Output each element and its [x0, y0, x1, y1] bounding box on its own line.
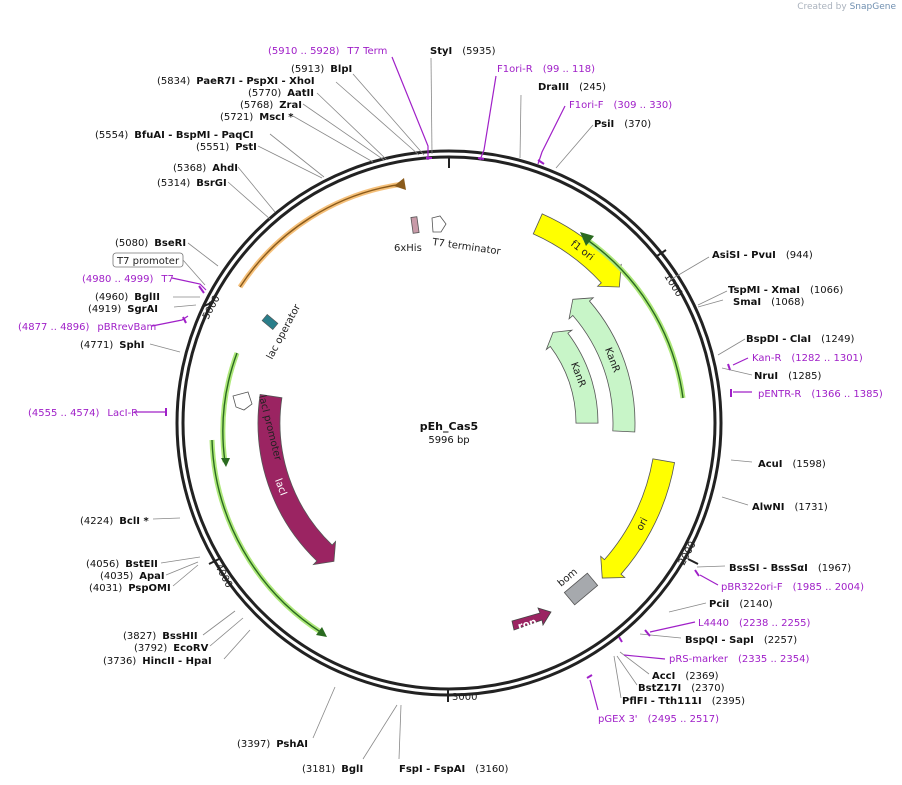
primer-laci-r: (4555 .. 4574)LacI-R: [28, 408, 138, 419]
highlight-laci-outer-line: [211, 439, 323, 634]
feature-label-lac-operator: lac operator: [265, 302, 304, 361]
site-ahdi: (5368)AhdI: [173, 163, 238, 174]
primer-kan-r: Kan-R(1282 .. 1301): [752, 353, 863, 364]
site-bstz17i: BstZ17I(2370): [638, 683, 725, 694]
feature-arrow-kanr-3: [545, 329, 599, 424]
site-bsteii: (4056)BstEII: [86, 559, 158, 570]
plasmid-name: pEh_Cas5: [420, 420, 478, 433]
site-psti: (5551)PstI: [196, 142, 257, 153]
site-clai: BspDI - ClaI(1249): [746, 334, 854, 345]
site-psii: PsiI(370): [594, 119, 651, 130]
bom-feature: [563, 572, 599, 606]
highlight-kanr-outer-line: [582, 236, 684, 399]
primer-pgex-3: pGEX 3'(2495 .. 2517): [598, 714, 719, 725]
site-sphi: (4771)SphI: [80, 340, 144, 351]
primer-t7-term: (5910 .. 5928)T7 Term: [268, 46, 387, 57]
snapgene-logo: SnapGene: [849, 2, 896, 12]
plasmid-size: 5996 bp: [428, 435, 469, 446]
site-acci: AccI(2369): [652, 671, 719, 682]
t7-promoter-leader: [182, 259, 206, 286]
tick-5000: [201, 301, 214, 308]
site-pspomi: (4031)PspOMI: [89, 583, 171, 594]
site-bgli: (3181)BglI: [302, 764, 363, 775]
site-alwni: AlwNI(1731): [752, 502, 828, 513]
site-hpai: (3736)HincII - HpaI: [103, 656, 212, 667]
tick-2000: [687, 558, 699, 565]
feature-label-t7-terminator: T7 terminator: [431, 237, 503, 258]
site-draiii: DraIII(245): [538, 82, 606, 93]
highlight-laci-inner-head: [221, 458, 230, 467]
site-pshai: (3397)PshAI: [237, 739, 308, 750]
site-xmai: TspMI - XmaI(1066): [728, 285, 843, 296]
site-msci: (5721)MscI *: [220, 112, 294, 123]
site-aatii: (5770)AatII: [248, 88, 314, 99]
tick-4000: [208, 558, 220, 565]
t7-promoter-label: T7 promoter: [116, 256, 180, 267]
site-labels: StyI(5935) (5913)BlpI (5834)PaeR7I - Psp…: [80, 46, 854, 775]
primer-pentr-r: pENTR-R(1366 .. 1385): [758, 389, 883, 400]
feature-arrow-kanr-2: [568, 297, 636, 433]
primer-pbrrevbam: (4877 .. 4896)pBRrevBam: [18, 322, 156, 333]
site-pvui: AsiSI - PvuI(944): [712, 250, 813, 261]
site-ecorv: (3792)EcoRV: [134, 643, 209, 654]
site-nrui: NruI(1285): [754, 371, 821, 382]
highlight-lacop-orange-line: [239, 183, 404, 288]
highlight-laci-inner-line: [222, 352, 238, 463]
small-features: [232, 215, 599, 631]
tick-1000: [656, 249, 667, 257]
site-bsssi: BssSI - BssSαI(1967): [729, 563, 851, 574]
highlight-laci-outer-head: [316, 627, 327, 637]
site-paqci: (5554)BfuAI - BspMI - PaqCI: [95, 130, 253, 141]
site-bseri: (5080)BseRI: [115, 238, 186, 249]
primer-t7: (4980 .. 4999)T7: [82, 274, 174, 285]
snapgene-credit: Created by SnapGene: [797, 2, 896, 12]
t7-terminator-feature: [431, 215, 447, 233]
primer-prs-marker: pRS-marker(2335 .. 2354): [669, 654, 809, 665]
site-acui: AcuI(1598): [758, 459, 826, 470]
site-bsshii: (3827)BssHII: [123, 631, 198, 642]
site-apai: (4035)ApaI: [100, 571, 165, 582]
primer-labels: (5910 .. 5928)T7 Term F1ori-R(99 .. 118)…: [18, 46, 883, 725]
tick-label-3000: 3000: [452, 692, 477, 703]
site-sgrai: (4919)SgrAI: [88, 304, 158, 315]
site-smai: SmaI(1068): [733, 297, 804, 308]
tick-label-1000: 1000: [661, 272, 684, 299]
site-bglii: (4960)BglII: [95, 292, 160, 303]
highlight-lacop-orange-head: [394, 178, 406, 190]
lac-operator-feature: [261, 314, 279, 330]
site-zrai: (5768)ZraI: [240, 100, 302, 111]
highlight-laci-inner: [220, 352, 240, 463]
feature-arrow-laci-4: [257, 394, 337, 566]
6xhis-feature: [410, 216, 420, 234]
site-tth111i: PflFI - Tth111I(2395): [622, 696, 745, 707]
highlight-kanr-outer-head: [580, 232, 594, 246]
site-xhoi: (5834)PaeR7I - PspXI - XhoI: [157, 76, 315, 87]
site-blpi: (5913)BlpI: [291, 64, 352, 75]
feature-label-6xhis: 6xHis: [394, 243, 422, 254]
feature-arrow-f1-ori-0: [532, 213, 622, 288]
laci-promoter-feature: [232, 391, 253, 411]
feature-label-rop: rop: [517, 617, 538, 633]
primer-pbr322ori-f: pBR322ori-F(1985 .. 2004): [721, 582, 864, 593]
site-fspi: FspI - FspAI(3160): [399, 764, 509, 775]
site-leader-lines: [149, 57, 753, 760]
primer-f1ori-f: F1ori-F(309 .. 330): [569, 100, 672, 111]
site-bcli: (4224)BclI *: [80, 516, 149, 527]
highlight-arrows: [209, 178, 686, 637]
primer-l4440: L4440(2238 .. 2255): [698, 618, 811, 629]
site-pcii: PciI(2140): [709, 599, 773, 610]
site-sapi: BspQI - SapI(2257): [685, 635, 797, 646]
site-bsrgi: (5314)BsrGI: [157, 178, 227, 189]
primer-binding-marks: [165, 157, 732, 679]
site-styi: StyI(5935): [430, 46, 496, 57]
credit-prefix: Created by: [797, 2, 847, 12]
feature-arrow-ori-1: [600, 458, 676, 579]
feature-arrow-label-1: ori: [635, 516, 651, 533]
rop-feature: [511, 607, 552, 631]
primer-f1ori-r: F1ori-R(99 .. 118): [497, 64, 595, 75]
